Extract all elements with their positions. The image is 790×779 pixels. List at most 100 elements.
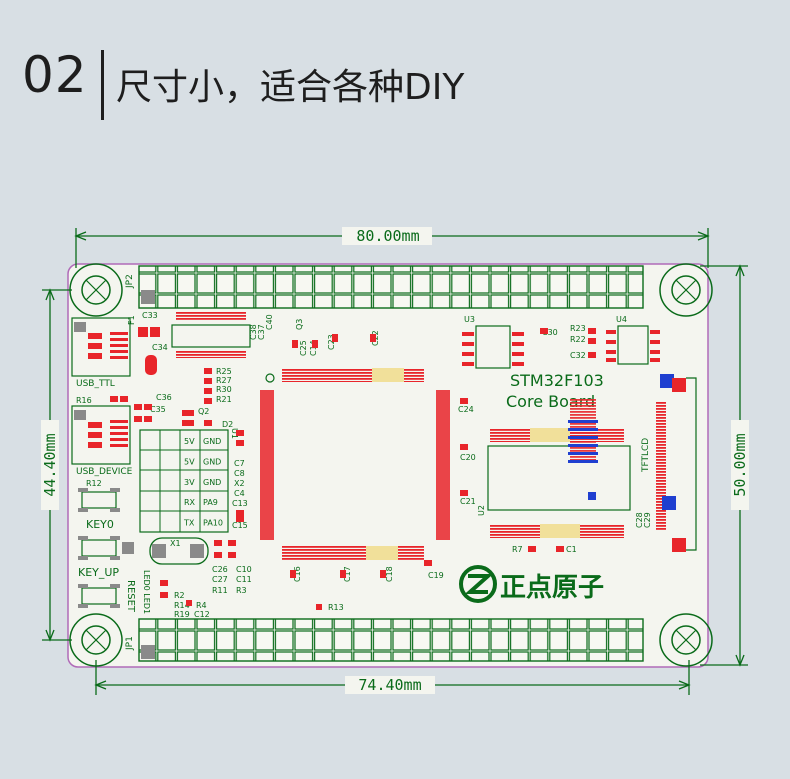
label-c40: C40 bbox=[265, 314, 274, 330]
label-r14: R14 bbox=[174, 601, 190, 610]
label-r7: R7 bbox=[512, 545, 523, 554]
label-r23: R23 bbox=[570, 324, 586, 333]
header-jp2 bbox=[138, 265, 644, 309]
label-c1: C1 bbox=[566, 545, 577, 554]
power-header-right-3: PA9 bbox=[203, 498, 218, 507]
label-f1: F1 bbox=[127, 315, 136, 325]
label-c21: C21 bbox=[460, 497, 476, 506]
power-header-left-4: TX bbox=[183, 519, 195, 528]
tftlcd-connector bbox=[656, 374, 697, 552]
label-c35: C35 bbox=[150, 405, 166, 414]
label-d2: D2 bbox=[222, 420, 233, 429]
power-header-left-1: 5V bbox=[184, 457, 195, 466]
label-c33: C33 bbox=[142, 311, 158, 320]
label-c4: C4 bbox=[234, 489, 245, 498]
label-r27: R27 bbox=[216, 376, 232, 385]
label-c24: C24 bbox=[458, 405, 474, 414]
label-jp2: JP2 bbox=[125, 274, 135, 289]
power-header-right-0: GND bbox=[203, 437, 221, 446]
section-divider bbox=[101, 50, 104, 120]
brand-logo-icon bbox=[459, 565, 497, 603]
dimension-bottom-label: 74.40mm bbox=[358, 676, 421, 694]
section-number: 02 bbox=[22, 46, 88, 104]
label-r22: R22 bbox=[570, 335, 586, 344]
label-x2: X2 bbox=[234, 479, 245, 488]
label-key-up: KEY_UP bbox=[78, 566, 119, 579]
label-q2: Q2 bbox=[198, 407, 209, 416]
pcb-outline bbox=[67, 263, 709, 668]
label-c17: C17 bbox=[343, 566, 352, 582]
label-c37: C37 bbox=[257, 324, 266, 340]
label-r30: R30 bbox=[216, 385, 232, 394]
label-c7: C7 bbox=[234, 459, 245, 468]
label-r11: R11 bbox=[212, 586, 228, 595]
mount-hole-top-right bbox=[659, 263, 713, 317]
label-q3: Q3 bbox=[295, 319, 304, 330]
usb-device-connector bbox=[71, 405, 131, 465]
label-c28: C28 bbox=[635, 512, 644, 528]
label-r16: R16 bbox=[76, 396, 92, 405]
label-c38: C38 bbox=[249, 324, 258, 340]
crystal-x1 bbox=[149, 537, 209, 565]
power-header-left-0: 5V bbox=[184, 437, 195, 446]
header-jp1 bbox=[138, 618, 644, 662]
dimension-top-label: 80.00mm bbox=[356, 227, 419, 245]
label-r21: R21 bbox=[216, 395, 232, 404]
mount-hole-bottom-right bbox=[659, 613, 713, 667]
label-c10: C10 bbox=[236, 565, 252, 574]
mount-hole-top-left bbox=[69, 263, 123, 317]
label-c18: C18 bbox=[385, 566, 394, 582]
smd-pads bbox=[110, 328, 596, 610]
label-c16: C16 bbox=[293, 566, 302, 582]
key-up-button bbox=[78, 536, 134, 560]
key0-button bbox=[78, 488, 120, 512]
label-usb-device: USB_DEVICE bbox=[76, 467, 133, 477]
ic-u3 bbox=[462, 325, 524, 369]
label-c12: C12 bbox=[194, 610, 210, 619]
label-c25: C25 bbox=[299, 340, 308, 356]
label-c27: C27 bbox=[212, 575, 228, 584]
dimension-left-label: 44.40mm bbox=[41, 433, 59, 496]
label-u2: U2 bbox=[477, 505, 486, 516]
usb-ttl-connector bbox=[71, 317, 131, 377]
brand-name: 正点原子 bbox=[500, 572, 604, 603]
mount-hole-bottom-left bbox=[69, 613, 123, 667]
label-u3: U3 bbox=[464, 315, 475, 324]
mcu-model-label: STM32F103 bbox=[510, 371, 604, 390]
label-c13: C13 bbox=[232, 499, 248, 508]
ic-u4 bbox=[606, 325, 660, 365]
label-reset: RESET bbox=[125, 580, 136, 613]
power-header-block bbox=[139, 429, 229, 533]
ic-regulator bbox=[171, 312, 251, 358]
label-tftlcd: TFTLCD bbox=[641, 438, 651, 473]
power-header-right-4: PA10 bbox=[203, 519, 223, 528]
label-led: LED0 LED1 bbox=[142, 570, 151, 614]
label-jp1: JP1 bbox=[125, 636, 135, 651]
label-r4: R4 bbox=[196, 601, 207, 610]
label-c30: C30 bbox=[542, 328, 558, 337]
label-u4: U4 bbox=[616, 315, 627, 324]
label-r3: R3 bbox=[236, 586, 247, 595]
power-header-right-1: GND bbox=[203, 457, 221, 466]
dimension-right-label: 50.00mm bbox=[731, 433, 749, 496]
label-c11: C11 bbox=[236, 575, 252, 584]
label-usb-ttl: USB_TTL bbox=[76, 379, 115, 389]
label-r12: R12 bbox=[86, 479, 102, 488]
section-title: 尺寸小，适合各种DIY bbox=[116, 67, 465, 108]
label-r13: R13 bbox=[328, 603, 344, 612]
label-u1: U1 bbox=[230, 428, 239, 439]
label-c36: C36 bbox=[156, 393, 172, 402]
label-key0: KEY0 bbox=[86, 518, 114, 531]
label-c34: C34 bbox=[152, 343, 168, 352]
via-cluster bbox=[568, 420, 598, 500]
power-header-left-2: 3V bbox=[184, 478, 195, 487]
label-c23: C23 bbox=[327, 334, 336, 350]
power-header-left-3: RX bbox=[184, 498, 196, 507]
label-c15: C15 bbox=[232, 521, 248, 530]
label-r25: R25 bbox=[216, 367, 232, 376]
label-c26: C26 bbox=[212, 565, 228, 574]
label-c19: C19 bbox=[428, 571, 444, 580]
